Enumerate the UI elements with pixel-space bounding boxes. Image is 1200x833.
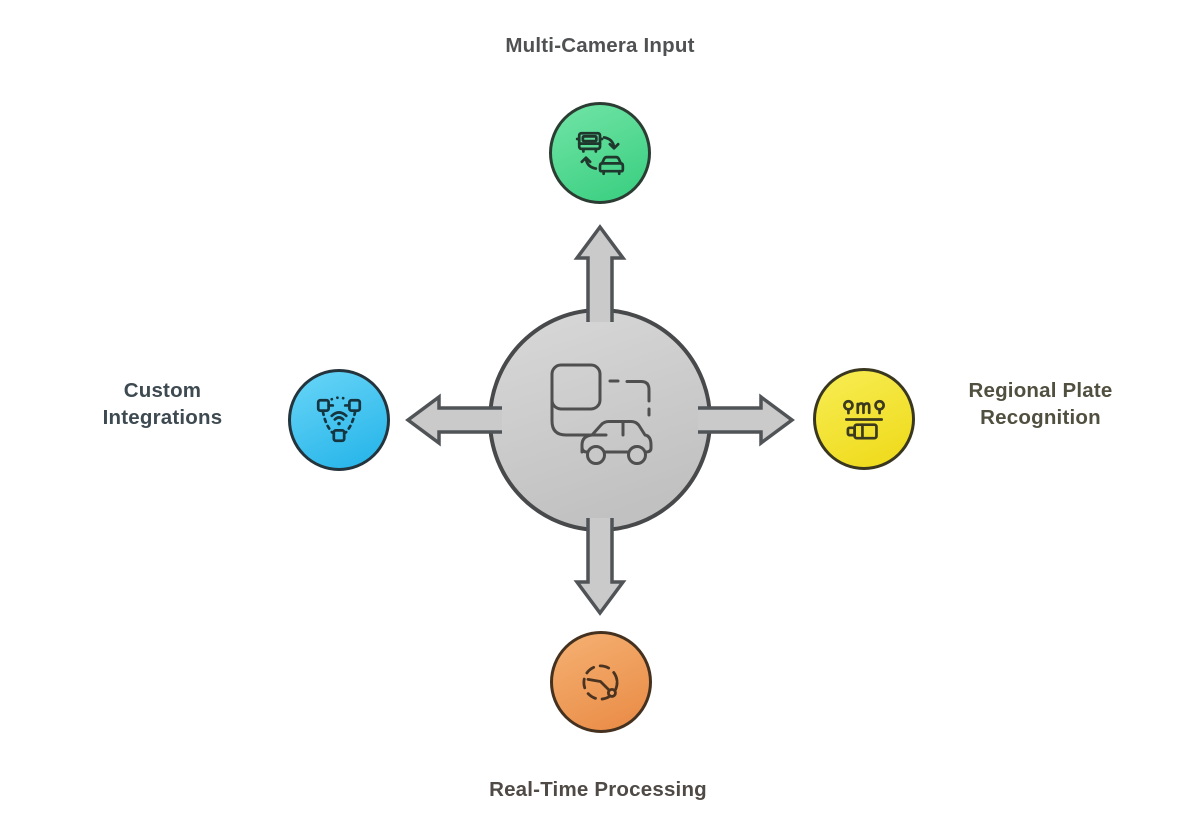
arrow-left-icon <box>405 393 502 447</box>
node-custom-integrations <box>288 369 390 471</box>
label-regional-plate-recognition: Regional Plate Recognition <box>968 379 1113 429</box>
hub-assembly <box>405 224 795 616</box>
arrow-down-icon <box>573 518 627 616</box>
connected-devices-wifi-icon <box>316 396 362 443</box>
node-real-time-processing <box>550 631 652 733</box>
label-multi-camera-input: Multi-Camera Input <box>505 34 695 57</box>
realtime-route-clock-icon <box>582 664 619 701</box>
label-custom-integrations: Custom Integrations <box>102 379 223 429</box>
license-plate-location-icon <box>843 399 885 440</box>
hub-circle <box>488 308 712 532</box>
node-regional-plate-recognition <box>813 368 915 470</box>
arrow-up-icon <box>573 224 627 322</box>
label-real-time-processing: Real-Time Processing <box>489 778 707 801</box>
node-multi-camera-input <box>549 102 651 204</box>
vehicle-swap-icon <box>575 131 625 176</box>
arrow-right-icon <box>698 393 795 447</box>
vehicle-scan-icon <box>550 363 653 465</box>
